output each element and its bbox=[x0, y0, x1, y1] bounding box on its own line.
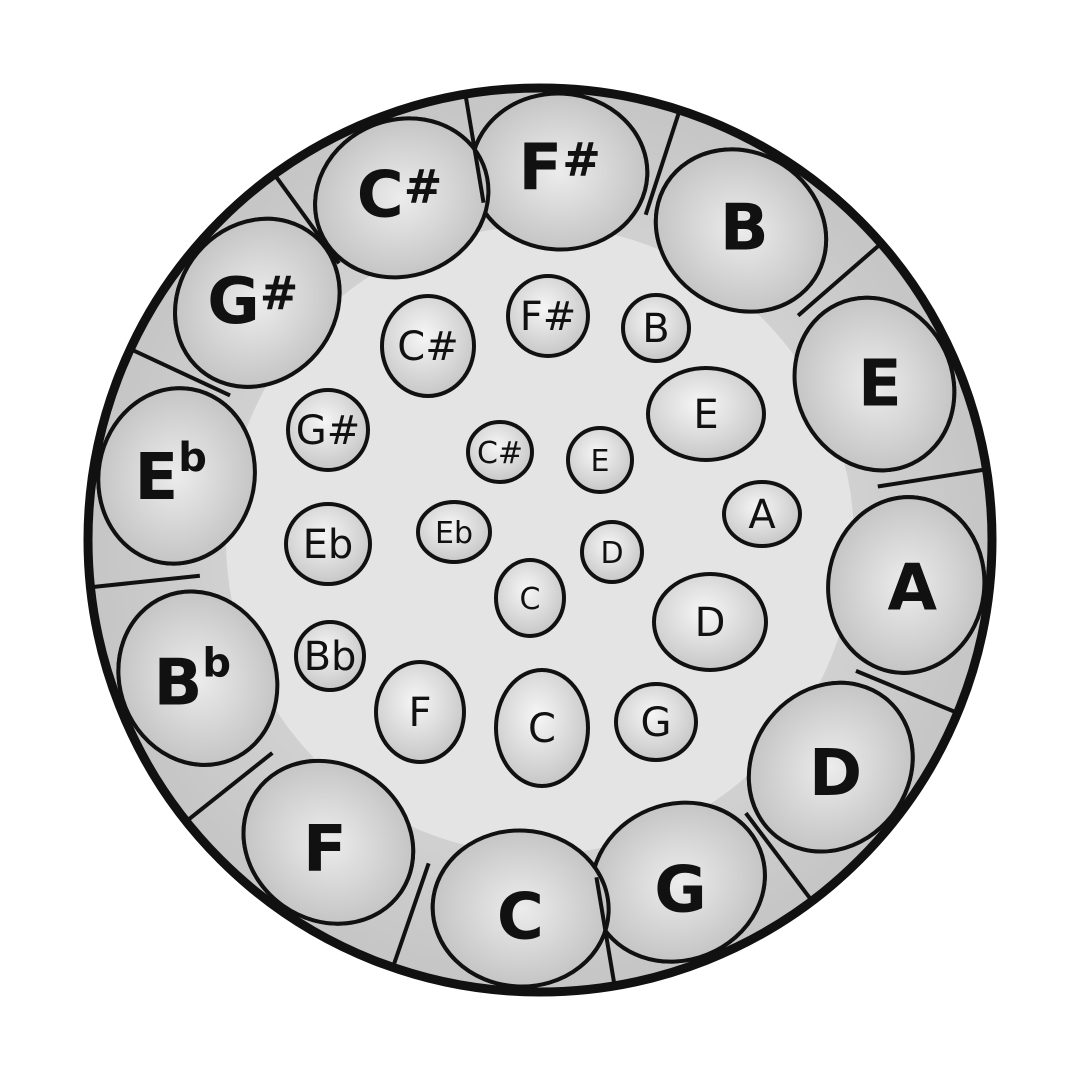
outer-zone-edge-f bbox=[241, 758, 416, 926]
outer-zone-divider bbox=[389, 862, 431, 973]
outer-note-label-e: E bbox=[858, 348, 902, 422]
middle-pad-c[interactable]: C bbox=[494, 668, 590, 788]
outer-note-label-b: B bbox=[720, 191, 769, 265]
middle-pad-cs[interactable]: C# bbox=[380, 294, 476, 398]
middle-note-label: F bbox=[408, 690, 431, 736]
outer-zone-divider bbox=[88, 573, 201, 590]
middle-note-label: A bbox=[748, 492, 776, 538]
middle-pad-d[interactable]: D bbox=[652, 572, 768, 672]
inner-pad-eb[interactable]: Eb bbox=[416, 500, 492, 564]
middle-note-label: B bbox=[642, 306, 669, 352]
outer-note-label-g: G bbox=[654, 854, 707, 928]
outer-zone-divider bbox=[124, 345, 231, 398]
middle-note-label: C bbox=[528, 706, 556, 752]
outer-zone-divider bbox=[269, 169, 341, 265]
inner-note-label: C bbox=[520, 582, 541, 617]
middle-note-label: Eb bbox=[303, 522, 354, 568]
middle-note-label: G# bbox=[296, 408, 361, 454]
middle-note-label: G bbox=[641, 700, 672, 746]
middle-pad-fs[interactable]: F# bbox=[506, 274, 590, 358]
outer-zone-divider bbox=[744, 811, 817, 907]
middle-note-label: E bbox=[693, 392, 718, 438]
inner-pad-c[interactable]: C bbox=[494, 558, 566, 638]
middle-note-label: D bbox=[695, 600, 726, 646]
outer-note-label-fs: F# bbox=[518, 132, 600, 206]
inner-ring: E D C Eb C# bbox=[416, 420, 644, 638]
inner-note-label: D bbox=[600, 536, 623, 571]
middle-pad-bb[interactable]: Bb bbox=[294, 620, 366, 692]
outer-zone-edge-gs bbox=[173, 216, 342, 389]
inner-note-label: E bbox=[591, 444, 610, 479]
middle-pad-a[interactable]: A bbox=[722, 480, 802, 548]
outer-note-label-c: C bbox=[497, 880, 544, 954]
outer-zone-edge-bb bbox=[116, 589, 280, 767]
outer-zone-divider bbox=[796, 238, 887, 318]
outer-note-label-bb: Bb bbox=[154, 640, 231, 720]
outer-zone-edge-e bbox=[792, 295, 957, 473]
middle-note-label: C# bbox=[397, 324, 458, 370]
inner-note-label: Eb bbox=[435, 516, 473, 551]
outer-zone-divider bbox=[181, 751, 274, 827]
inner-pad-d[interactable]: D bbox=[580, 520, 644, 584]
outer-note-label-cs: C# bbox=[357, 158, 443, 232]
outer-zone-divider bbox=[462, 88, 486, 204]
middle-pad-gs[interactable]: G# bbox=[286, 388, 370, 472]
outer-note-label-a: A bbox=[887, 552, 937, 626]
outer-zone-edge-b bbox=[653, 147, 829, 314]
outer-zone-edge-cs bbox=[313, 116, 491, 280]
outer-zone-divider bbox=[855, 669, 963, 717]
outer-zone-edge-a bbox=[826, 495, 987, 675]
middle-pad-b[interactable]: B bbox=[621, 293, 691, 363]
outer-zone-divider bbox=[643, 104, 684, 216]
outer-zone-edge-eb bbox=[96, 386, 257, 566]
inner-pad-cs[interactable]: C# bbox=[466, 420, 534, 484]
outer-note-label-gs: G# bbox=[207, 265, 298, 339]
middle-note-label: Bb bbox=[304, 634, 357, 680]
outer-note-label-f: F bbox=[303, 813, 347, 887]
outer-zone-edge-c bbox=[430, 828, 611, 989]
inner-pad-e[interactable]: E bbox=[566, 426, 634, 494]
middle-note-label: F# bbox=[520, 294, 577, 340]
outer-note-label-eb: Eb bbox=[135, 435, 207, 515]
middle-pad-f[interactable]: F bbox=[374, 660, 466, 764]
middle-pad-g[interactable]: G bbox=[614, 682, 698, 762]
outer-zone-divider bbox=[594, 876, 618, 992]
outer-note-label-d: D bbox=[809, 737, 862, 811]
outer-zone-edge-d bbox=[746, 680, 915, 854]
drum-rim bbox=[83, 83, 997, 997]
middle-pad-e[interactable]: E bbox=[646, 366, 766, 462]
outer-zone-divider bbox=[877, 466, 992, 489]
middle-pad-eb[interactable]: Eb bbox=[284, 502, 372, 586]
inner-note-label: C# bbox=[477, 436, 523, 471]
